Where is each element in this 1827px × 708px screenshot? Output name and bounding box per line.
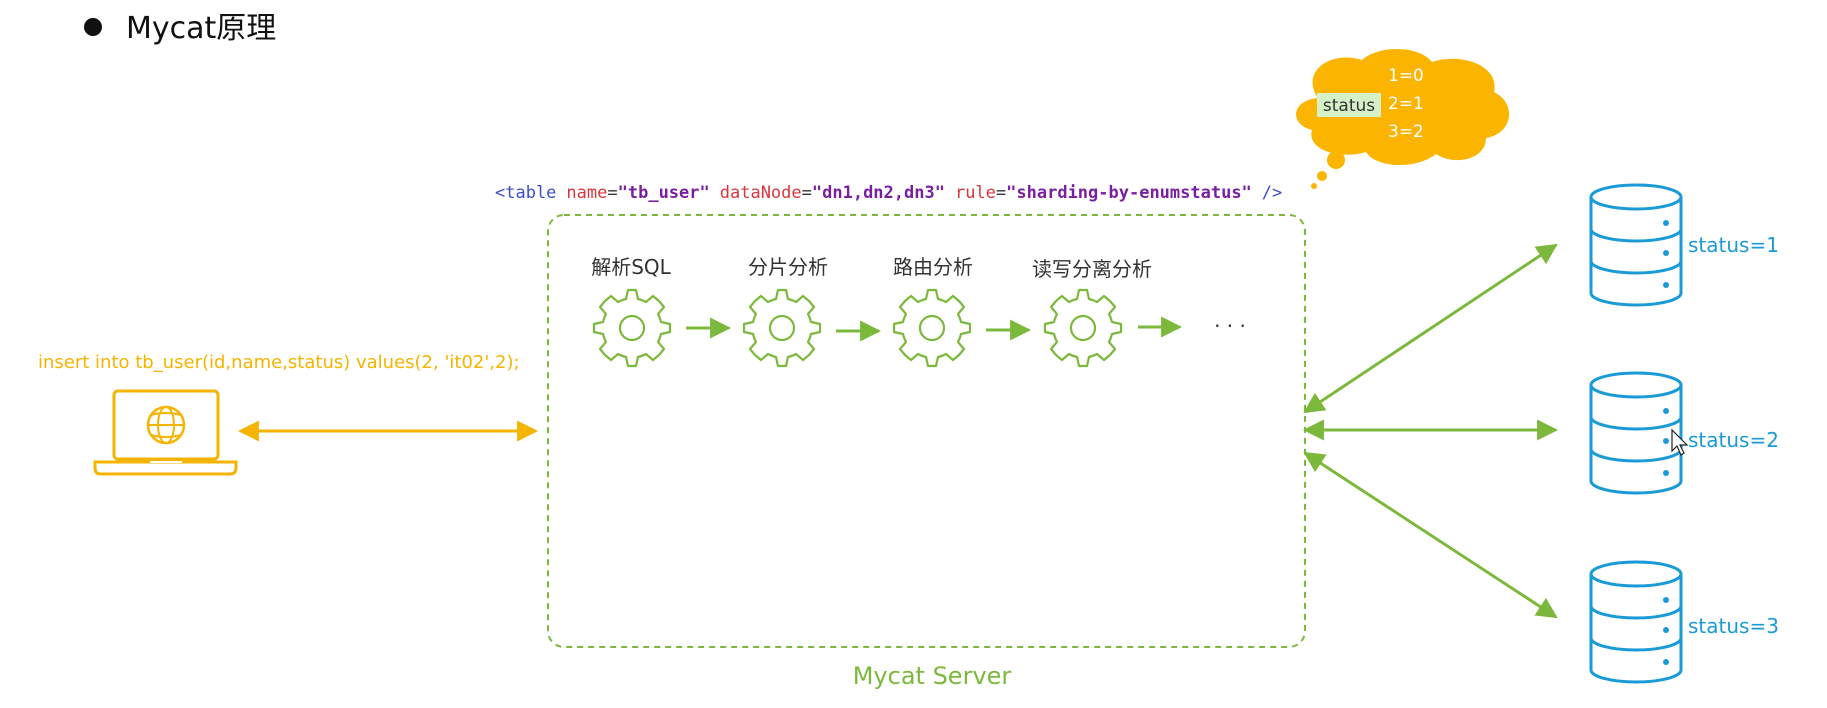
ellipsis: · · · [1214, 314, 1246, 338]
cloud-mapping-2: 2=1 [1388, 94, 1424, 114]
database-1: status=1 [1589, 183, 1779, 307]
db-arrow-3 [1303, 451, 1558, 619]
config-attr-name: name [566, 183, 607, 203]
cloud-status-key: status [1323, 96, 1375, 116]
config-value-datanode: "dn1,dn2,dn3" [812, 183, 945, 203]
db-arrow-1 [1303, 243, 1558, 414]
config-attr-rule: rule [955, 183, 996, 203]
mouse-cursor-icon [1671, 428, 1689, 456]
step-parse-sql: 解析SQL [591, 255, 672, 368]
step-label-route-analysis: 路由分析 [893, 255, 973, 279]
gear-icon [742, 288, 822, 368]
gear-icon [592, 288, 672, 368]
laptop-icon [93, 389, 238, 476]
step-label-parse-sql: 解析SQL [591, 255, 671, 279]
step-label-shard-analysis: 分片分析 [748, 255, 828, 279]
database-2: status=2 [1589, 371, 1779, 495]
step-rw-split-analysis: 读写分离分析 [1032, 257, 1152, 368]
globe-icon [146, 405, 186, 445]
title-bullet [84, 18, 102, 36]
database-label-1: status=1 [1688, 233, 1779, 257]
database-icon [1589, 560, 1683, 684]
cloud-mapping-1: 1=0 [1388, 66, 1424, 86]
database-icon [1589, 183, 1683, 307]
database-label-3: status=3 [1688, 614, 1779, 638]
sql-statement: insert into tb_user(id,name,status) valu… [38, 352, 520, 373]
config-eq-2: = [802, 183, 812, 203]
database-icon [1589, 371, 1683, 495]
step-label-rw-split-analysis: 读写分离分析 [1032, 257, 1152, 281]
database-3: status=3 [1589, 560, 1779, 684]
config-eq-3: = [996, 183, 1006, 203]
config-value-name: "tb_user" [618, 183, 710, 203]
database-label-2: status=2 [1688, 428, 1779, 452]
config-close-tag: /> [1262, 183, 1282, 203]
config-eq-1: = [607, 183, 617, 203]
mycat-server-box [547, 214, 1306, 648]
gear-icon [1043, 288, 1123, 368]
cloud-status-box [1317, 93, 1381, 117]
config-attr-datanode: dataNode [720, 183, 802, 203]
cloud-mapping-3: 3=2 [1388, 122, 1424, 142]
config-value-rule: "sharding-by-enumstatus" [1006, 183, 1252, 203]
gear-icon [892, 288, 972, 368]
step-shard-analysis: 分片分析 [742, 255, 828, 368]
status-mapping-cloud: status 1=0 2=1 3=2 [1296, 48, 1510, 189]
mycat-server-label: Mycat Server [853, 662, 1012, 690]
step-route-analysis: 路由分析 [892, 255, 973, 368]
page-title: Mycat原理 [126, 11, 276, 46]
config-open-tag: <table [495, 183, 556, 203]
